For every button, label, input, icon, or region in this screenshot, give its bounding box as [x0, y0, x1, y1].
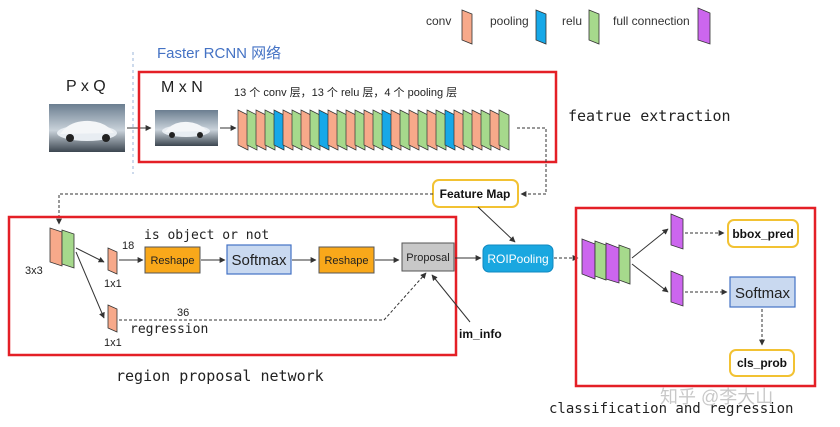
backbone-layer-stack	[237, 109, 510, 151]
backbone-relu-layer	[462, 109, 474, 151]
rpn-caption: region proposal network	[116, 367, 324, 385]
head-caption: classification and regression	[549, 401, 793, 417]
head-fc-layer-1	[581, 238, 596, 280]
backbone-relu-layer	[354, 109, 366, 151]
backbone-relu-layer	[246, 109, 258, 151]
rpn-reshape1-label: Reshape	[150, 255, 194, 267]
backbone-pooling-layer	[444, 109, 456, 151]
arrow-to-fc-bbox	[631, 228, 669, 259]
backbone-relu-layer	[336, 109, 348, 151]
rpn-reshape2-label: Reshape	[324, 255, 368, 267]
head-relu-layer-1	[594, 240, 607, 281]
legend-pooling-swatch	[535, 9, 547, 45]
rpn-conv3x3-layer	[49, 227, 63, 267]
rpn-softmax-label: Softmax	[231, 252, 287, 269]
rpn-proposal-label: Proposal	[406, 252, 449, 264]
backbone-conv-layer	[255, 109, 267, 151]
backbone-conv-layer	[300, 109, 312, 151]
rpn-frame	[7, 215, 458, 357]
arrow-to-conv1x1-bottom	[75, 251, 105, 319]
feature-map-label: Feature Map	[440, 187, 511, 201]
rpn-channels-36: 36	[177, 307, 189, 319]
rpn-conv1x1-top-label: 1x1	[104, 278, 122, 290]
im-info-label: im_info	[459, 327, 502, 341]
bbox-pred-label: bbox_pred	[732, 227, 793, 241]
backbone-conv-layer	[408, 109, 420, 151]
backbone-pooling-layer	[273, 109, 285, 151]
backbone-relu-layer	[309, 109, 321, 151]
input-car-image	[49, 104, 125, 152]
diagram-title: Faster RCNN 网络	[157, 45, 281, 62]
backbone-relu-layer	[480, 109, 492, 151]
backbone-relu-layer	[417, 109, 429, 151]
watermark: 知乎 @李大山	[660, 387, 773, 407]
input-size-label: P x Q	[66, 78, 106, 95]
rpn-relu-layer	[61, 229, 75, 269]
resized-size-label: M x N	[161, 79, 203, 96]
rpn-softmax-box	[226, 244, 292, 275]
backbone-conv-layer	[327, 109, 339, 151]
rpn-proposal-box	[401, 242, 455, 272]
legend-conv-swatch	[461, 9, 473, 45]
backbone-conv-layer	[390, 109, 402, 151]
backbone-conv-layer	[282, 109, 294, 151]
rpn-conv1x1-bottom-layer	[107, 304, 118, 333]
roipooling-label: ROIPooling	[487, 252, 548, 266]
legend-conv-label: conv	[426, 14, 451, 28]
rpn-object-text: is object or not	[144, 228, 269, 243]
backbone-relu-layer	[264, 109, 276, 151]
resized-car-image	[155, 110, 218, 146]
backbone-conv-layer	[453, 109, 465, 151]
arrow-to-conv1x1-top	[75, 247, 105, 263]
head-fc-layer-2	[605, 242, 620, 284]
backbone-caption: 13 个 conv 层，13 个 relu 层，4 个 pooling 层	[234, 86, 457, 99]
feature-extraction-label: featrue extraction	[568, 107, 731, 125]
rpn-reshape2-box	[318, 246, 375, 274]
head-softmax-box	[729, 276, 796, 308]
cls-prob-box	[729, 349, 795, 377]
arrow-feature-map-to-rpn	[56, 193, 433, 225]
rpn-conv1x1-top-layer	[107, 247, 118, 275]
head-frame	[574, 206, 817, 388]
legend-relu-label: relu	[562, 14, 582, 28]
head-cls-fc-layer	[670, 270, 684, 307]
backbone-conv-layer	[471, 109, 483, 151]
backbone-relu-layer	[372, 109, 384, 151]
backbone-conv-layer	[345, 109, 357, 151]
backbone-conv-layer	[237, 109, 249, 151]
backbone-conv-layer	[489, 109, 501, 151]
backbone-conv-layer	[426, 109, 438, 151]
arrow-backbone-to-feature-map	[517, 127, 547, 197]
rpn-reshape1-box	[144, 246, 201, 274]
backbone-pooling-layer	[318, 109, 330, 151]
cls-prob-label: cls_prob	[737, 356, 787, 370]
backbone-pooling-layer	[381, 109, 393, 151]
roipooling-box	[482, 244, 554, 273]
legend: conv pooling relu full connection	[426, 7, 711, 45]
legend-fc-swatch	[697, 7, 711, 45]
arrow-regression-to-proposal	[119, 272, 427, 321]
feature-extraction-frame	[137, 70, 558, 164]
legend-relu-swatch	[588, 9, 600, 45]
head-softmax-label: Softmax	[735, 285, 791, 302]
backbone-relu-layer	[399, 109, 411, 151]
rpn-conv1x1-bottom-label: 1x1	[104, 337, 122, 349]
backbone-conv-layer	[363, 109, 375, 151]
backbone-relu-layer	[498, 109, 510, 151]
arrow-to-fc-cls	[631, 263, 669, 293]
head-relu-layer-2	[618, 244, 631, 285]
backbone-relu-layer	[291, 109, 303, 151]
rpn-regression-text: regression	[130, 322, 208, 337]
arrow-im-info-to-proposal	[431, 274, 471, 323]
rpn-conv3x3-label: 3x3	[25, 265, 43, 277]
bbox-pred-box	[727, 219, 799, 248]
backbone-relu-layer	[435, 109, 447, 151]
rpn-channels-18: 18	[122, 240, 134, 252]
legend-pooling-label: pooling	[490, 14, 529, 28]
arrow-feature-map-to-roipooling	[477, 206, 516, 243]
head-bbox-fc-layer	[670, 213, 684, 250]
legend-fc-label: full connection	[613, 14, 690, 28]
